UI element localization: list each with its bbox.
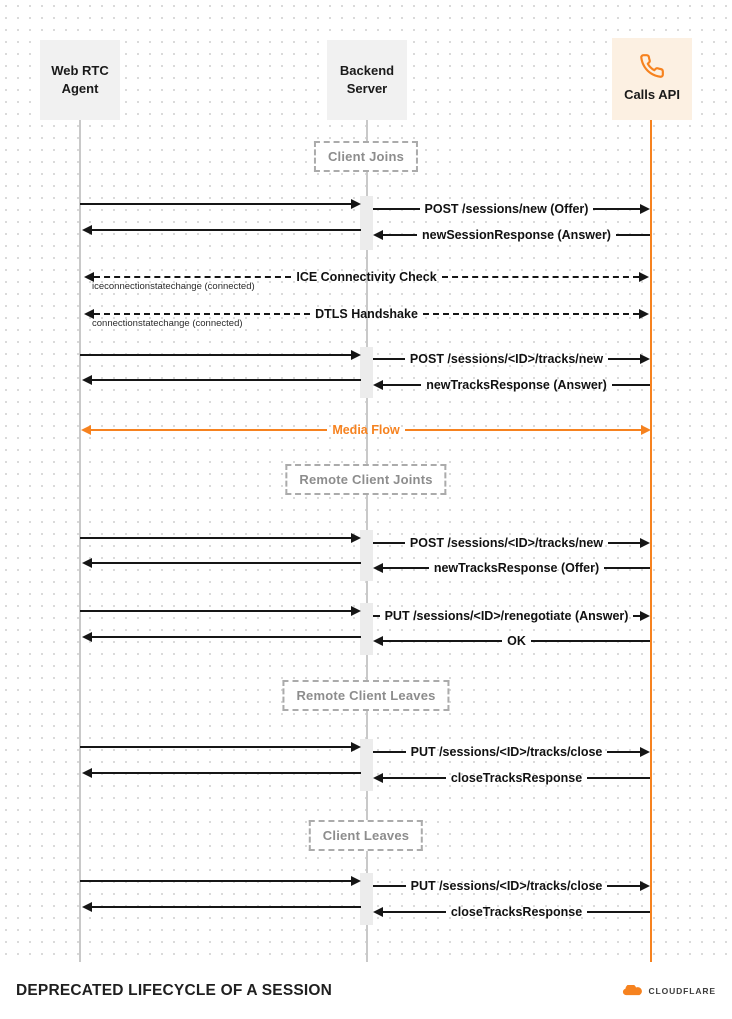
- message-line: PUT /sessions/<ID>/renegotiate (Answer): [373, 608, 651, 624]
- arrowhead-left-icon: [84, 272, 94, 282]
- arrowhead-left-icon: [373, 636, 383, 646]
- section-remote-client-joints: Remote Client Joints: [285, 464, 447, 495]
- message-label: PUT /sessions/<ID>/tracks/close: [410, 878, 603, 893]
- section-client-leaves: Client Leaves: [308, 820, 424, 851]
- activation-bar: [360, 739, 373, 791]
- message-line: newTracksResponse (Offer): [373, 560, 650, 576]
- arrowhead-left-icon: [373, 773, 383, 783]
- arrowhead-left-icon: [82, 225, 92, 235]
- arrowhead-right-icon: [640, 538, 650, 548]
- activation-bar: [360, 603, 373, 655]
- message-label: POST /sessions/<ID>/tracks/new: [409, 535, 604, 550]
- arrowhead-right-icon: [640, 747, 650, 757]
- lifeline-web-rtc-agent: [79, 120, 81, 962]
- message-note: iceconnectionstatechange (connected): [92, 281, 255, 292]
- activation-bar: [360, 196, 373, 250]
- arrowhead-right-icon: [639, 309, 649, 319]
- arrowhead-right-icon: [639, 272, 650, 282]
- arrowhead-left-icon: [84, 309, 94, 319]
- arrowhead-right-icon: [351, 533, 361, 543]
- message-label: closeTracksResponse: [450, 770, 583, 785]
- section-remote-client-leaves: Remote Client Leaves: [282, 680, 450, 711]
- message-line: closeTracksResponse: [373, 904, 651, 920]
- message-line: [80, 347, 361, 363]
- arrowhead-left-icon: [373, 380, 383, 390]
- message-line: newTracksResponse (Answer): [373, 377, 650, 393]
- message-line: [82, 372, 361, 388]
- arrowhead-right-icon: [640, 204, 650, 214]
- arrowhead-left-icon: [373, 563, 383, 573]
- message-label: DTLS Handshake: [315, 306, 418, 321]
- arrowhead-right-icon: [351, 742, 361, 752]
- cloudflare-logo: CLOUDFLARE: [622, 985, 716, 996]
- activation-bar: [360, 530, 373, 581]
- message-line: [82, 765, 361, 781]
- message-label: PUT /sessions/<ID>/tracks/close: [410, 744, 603, 759]
- actor-label: Web RTC Agent: [51, 62, 109, 96]
- message-label: POST /sessions/<ID>/tracks/new: [409, 351, 604, 366]
- message-line: PUT /sessions/<ID>/tracks/close: [373, 744, 650, 760]
- message-line: ICE Connectivity Check: [84, 269, 650, 285]
- message-label: Media Flow: [332, 422, 400, 437]
- arrowhead-right-icon: [640, 881, 650, 891]
- message-label: OK: [507, 633, 526, 648]
- message-line: [82, 222, 361, 238]
- activation-bar: [360, 873, 373, 925]
- section-client-joins: Client Joins: [313, 141, 419, 172]
- arrowhead-right-icon: [640, 354, 650, 364]
- message-line: [82, 629, 361, 645]
- footer: DEPRECATED LIFECYCLE OF A SESSION CLOUDF…: [0, 962, 732, 1019]
- message-label: ICE Connectivity Check: [296, 269, 437, 284]
- actor-label: Calls API: [624, 87, 680, 103]
- arrowhead-right-icon: [641, 425, 651, 435]
- message-note: connectionstatechange (connected): [92, 318, 243, 329]
- arrowhead-right-icon: [351, 606, 361, 616]
- message-label: PUT /sessions/<ID>/renegotiate (Answer): [384, 608, 629, 623]
- arrowhead-left-icon: [82, 558, 92, 568]
- message-line-segment: [80, 203, 351, 205]
- message-line: [80, 603, 361, 619]
- cloudflare-cloud-icon: [623, 985, 643, 996]
- message-label: newTracksResponse (Answer): [426, 377, 607, 392]
- message-line: PUT /sessions/<ID>/tracks/close: [373, 878, 650, 894]
- phone-icon: [640, 54, 664, 79]
- message-line: closeTracksResponse: [373, 770, 651, 786]
- message-line: [80, 196, 361, 212]
- arrowhead-right-icon: [351, 876, 361, 886]
- message-line: DTLS Handshake: [84, 306, 649, 322]
- message-line: [82, 555, 361, 571]
- arrowhead-left-icon: [373, 907, 383, 917]
- diagram-title: DEPRECATED LIFECYCLE OF A SESSION: [16, 981, 333, 999]
- message-label: closeTracksResponse: [450, 904, 583, 919]
- message-label: POST /sessions/new (Offer): [424, 201, 589, 216]
- activation-bar: [360, 347, 373, 398]
- arrowhead-left-icon: [373, 230, 383, 240]
- actor-calls-api: Calls API: [612, 38, 692, 120]
- arrowhead-left-icon: [81, 425, 91, 435]
- message-line: [82, 899, 361, 915]
- message-line: POST /sessions/<ID>/tracks/new: [373, 535, 650, 551]
- arrowhead-left-icon: [82, 768, 92, 778]
- message-line: [80, 530, 361, 546]
- arrowhead-left-icon: [82, 632, 92, 642]
- actor-label: Backend Server: [339, 62, 395, 96]
- actor-backend-server: Backend Server: [327, 40, 407, 120]
- message-line-media-flow: Media Flow: [81, 422, 651, 438]
- actor-web-rtc-agent: Web RTC Agent: [40, 40, 120, 120]
- arrowhead-right-icon: [351, 350, 361, 360]
- arrowhead-left-icon: [82, 902, 92, 912]
- message-line: POST /sessions/new (Offer): [373, 201, 650, 217]
- lifeline-calls-api: [650, 120, 652, 962]
- message-label: newSessionResponse (Answer): [422, 227, 611, 242]
- message-line: POST /sessions/<ID>/tracks/new: [373, 351, 650, 367]
- message-label: newTracksResponse (Offer): [433, 560, 600, 575]
- message-line: newSessionResponse (Answer): [373, 227, 651, 243]
- message-line: [80, 873, 361, 889]
- message-line: [80, 739, 361, 755]
- arrowhead-right-icon: [640, 611, 651, 621]
- cloudflare-logo-text: CLOUDFLARE: [648, 985, 716, 996]
- message-line: OK: [373, 633, 650, 649]
- arrowhead-left-icon: [82, 375, 92, 385]
- arrowhead-right-icon: [351, 199, 361, 209]
